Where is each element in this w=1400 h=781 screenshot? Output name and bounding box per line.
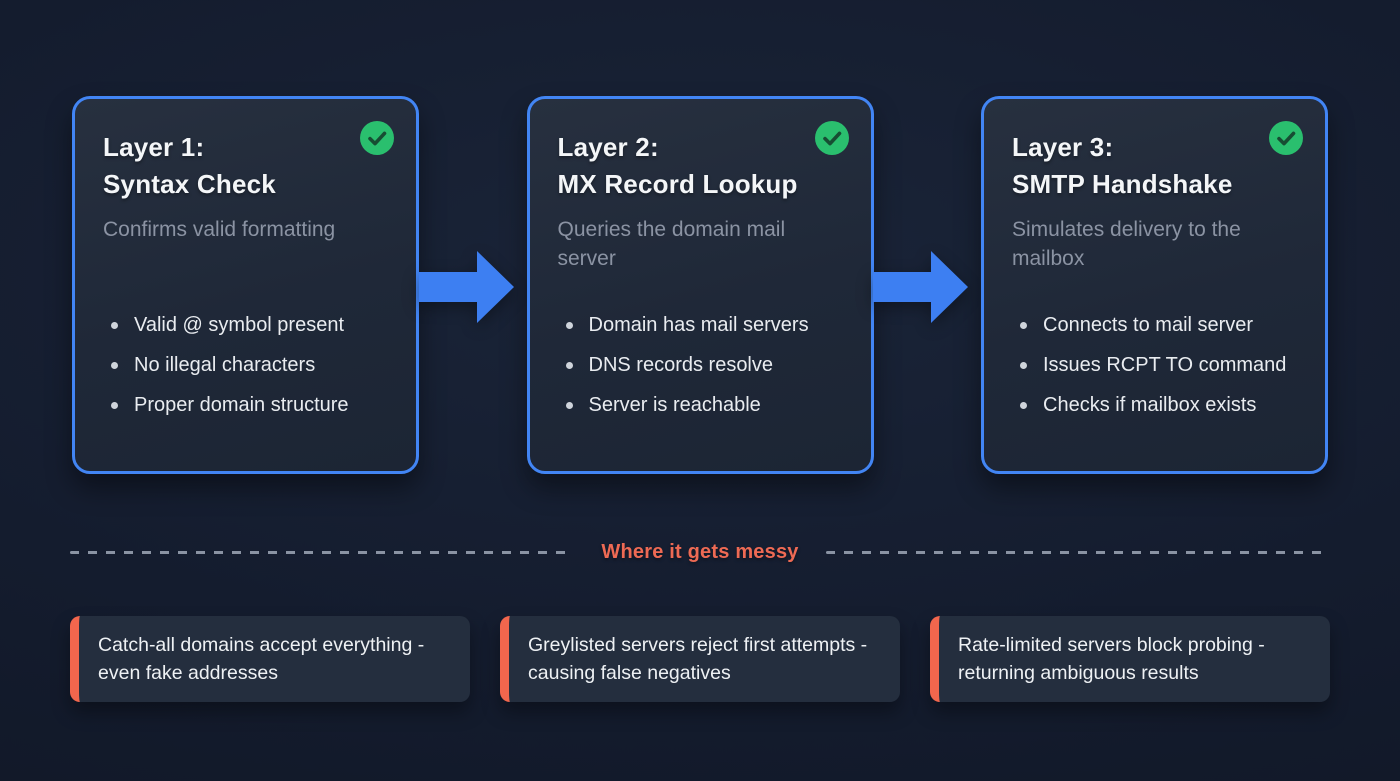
bullet-text: Issues RCPT TO command [1043,354,1287,376]
layer-title-line1: Layer 1: [103,132,205,162]
arrow-right-icon [419,251,514,323]
issue-text: Rate-limited servers block probing - ret… [958,634,1265,684]
bullet-item: Server is reachable [558,391,843,419]
bullet-dot [111,362,118,369]
bullet-text: DNS records resolve [588,354,774,376]
bullet-item: Proper domain structure [103,391,388,419]
bullet-item: Connects to mail server [1012,311,1297,339]
issue-text: Greylisted servers reject first attempts… [528,634,868,684]
issue-card-rate-limited: Rate-limited servers block probing - ret… [930,616,1330,702]
bullet-item: DNS records resolve [558,351,843,379]
layer-bullet-list: Connects to mail server Issues RCPT TO c… [1012,311,1297,419]
layer-subtitle: Confirms valid formatting [103,218,336,241]
layer-card-smtp-handshake: Layer 3: SMTP Handshake Simulates delive… [981,96,1328,474]
bullet-dot [565,402,573,409]
bullet-item: Domain has mail servers [558,311,843,339]
bullet-item: No illegal characters [103,351,388,379]
layer-card-syntax-check: Layer 1: Syntax Check Confirms valid for… [72,96,419,474]
bullet-item: Issues RCPT TO command [1012,351,1297,379]
bullet-item: Checks if mailbox exists [1012,391,1297,419]
bullet-text: Checks if mailbox exists [1043,394,1257,416]
bullet-dot [111,402,118,409]
layer-bullet-list: Domain has mail servers DNS records reso… [558,311,843,419]
layer-subtitle: Simulates delivery to the mailbox [1012,218,1241,270]
layer-card-mx-record-lookup: Layer 2: MX Record Lookup Queries the do… [526,96,874,474]
bullet-text: No illegal characters [134,354,316,376]
check-circle-icon [360,121,394,155]
dashed-line-left [70,550,575,554]
bullet-item: Valid @ symbol present [103,311,388,339]
layer-title: Layer 1: Syntax Check [103,129,388,203]
bullet-dot [565,362,573,369]
layer-bullet-list: Valid @ symbol present No illegal charac… [103,311,388,419]
layer-title-line1: Layer 3: [1012,132,1114,162]
bullet-dot [1020,402,1027,409]
layer-subtitle: Queries the domain mail server [557,218,786,270]
layer-title: Layer 2: MX Record Lookup [558,129,843,203]
validation-layers-row: Layer 1: Syntax Check Confirms valid for… [72,96,1328,474]
bullet-text: Connects to mail server [1043,314,1254,336]
issue-card-greylisted: Greylisted servers reject first attempts… [500,616,900,702]
layer-title-line2: Syntax Check [103,169,276,199]
bullet-dot [1020,362,1027,369]
bullet-text: Proper domain structure [134,394,349,416]
bullet-dot [1020,322,1027,329]
bullet-text: Domain has mail servers [588,314,809,336]
messy-divider-label: Where it gets messy [601,540,799,563]
bullet-text: Valid @ symbol present [134,314,345,336]
layer-title: Layer 3: SMTP Handshake [1012,129,1297,203]
layer-title-line2: MX Record Lookup [557,169,798,199]
bullet-text: Server is reachable [588,394,761,416]
arrow-right-icon [873,251,968,323]
issues-row: Catch-all domains accept everything - ev… [70,616,1330,702]
bullet-dot [565,322,573,329]
issue-card-catch-all: Catch-all domains accept everything - ev… [70,616,470,702]
issue-text: Catch-all domains accept everything - ev… [98,634,425,684]
bullet-dot [111,322,118,329]
layer-title-line2: SMTP Handshake [1012,169,1233,199]
check-circle-icon [814,121,849,155]
layer-title-line1: Layer 2: [557,132,659,162]
dashed-line-right [825,550,1330,554]
check-circle-icon [1269,121,1303,155]
messy-divider: Where it gets messy [70,538,1330,566]
